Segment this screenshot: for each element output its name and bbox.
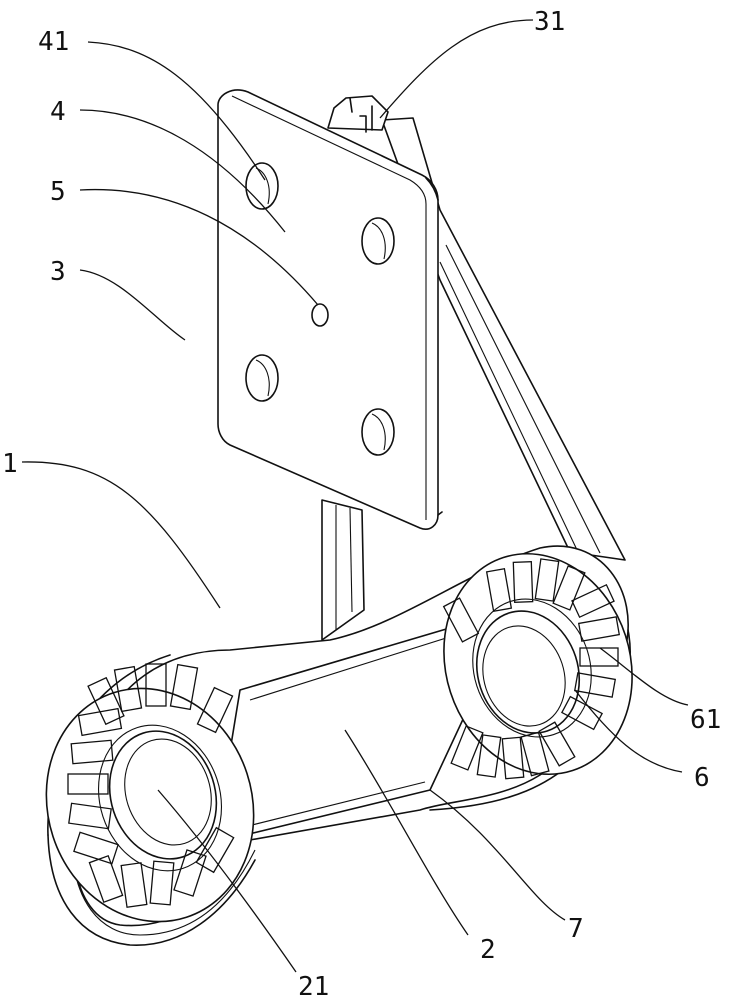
label-2: 2 <box>480 935 496 965</box>
label-6: 6 <box>694 763 710 793</box>
label-3: 3 <box>50 257 66 287</box>
label-7: 7 <box>568 914 584 944</box>
label-1: 1 <box>2 449 18 479</box>
label-41: 41 <box>38 27 69 57</box>
left-hub <box>45 663 255 923</box>
vertical-post <box>321 499 365 641</box>
center-hole <box>311 303 329 327</box>
label-5: 5 <box>50 177 66 207</box>
right-hub <box>442 552 633 780</box>
label-31: 31 <box>534 7 565 37</box>
leader-lines <box>21 19 689 973</box>
support-strut <box>381 117 626 561</box>
label-4: 4 <box>50 97 66 127</box>
left-hub-slots <box>67 663 235 908</box>
reference-labels: 41 4 5 3 1 31 61 6 7 2 21 <box>2 7 721 1000</box>
label-21: 21 <box>298 972 329 1000</box>
plate-holes <box>245 162 395 456</box>
right-hub-slots <box>442 558 621 780</box>
label-61: 61 <box>690 705 721 735</box>
top-bracket <box>327 95 389 133</box>
mounting-plate <box>217 89 443 530</box>
